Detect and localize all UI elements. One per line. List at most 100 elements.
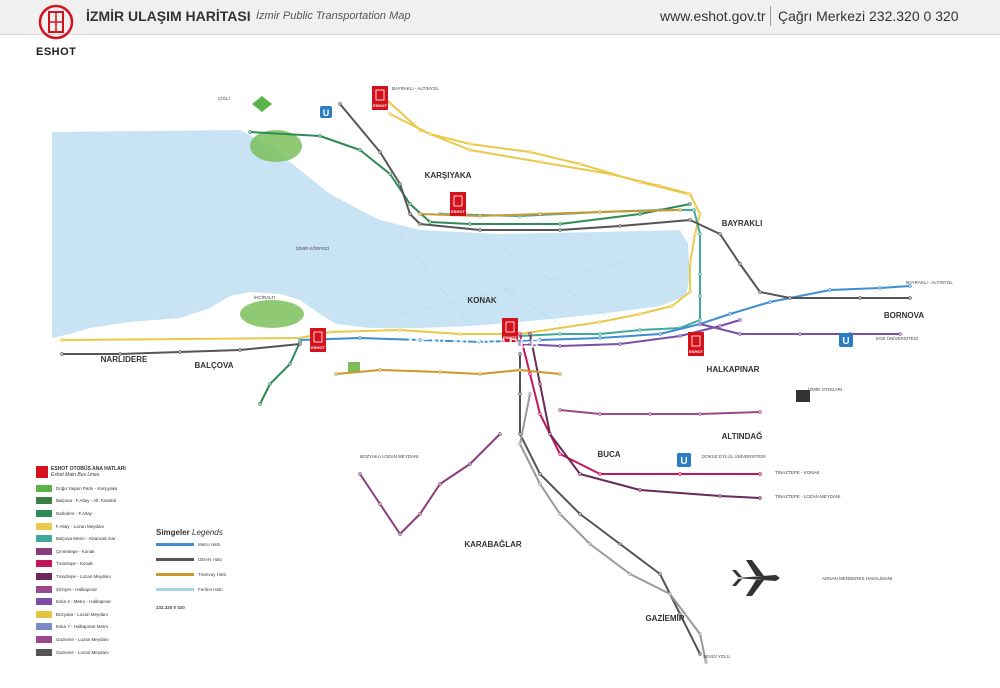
stop-marker[interactable] (60, 338, 64, 342)
stop-marker[interactable] (578, 162, 582, 166)
bus-line-0[interactable] (61, 93, 701, 341)
stop-marker[interactable] (618, 342, 622, 346)
stop-marker[interactable] (518, 442, 522, 446)
stop-marker[interactable] (498, 432, 502, 436)
stop-marker[interactable] (538, 382, 542, 386)
stop-marker[interactable] (60, 352, 64, 356)
stop-marker[interactable] (758, 410, 762, 414)
stop-marker[interactable] (738, 318, 742, 322)
stop-marker[interactable] (678, 334, 682, 338)
stop-marker[interactable] (718, 232, 722, 236)
stop-marker[interactable] (258, 402, 262, 406)
stop-marker[interactable] (698, 318, 702, 322)
stop-marker[interactable] (238, 348, 242, 352)
stop-marker[interactable] (698, 294, 702, 298)
stop-marker[interactable] (558, 344, 562, 348)
stop-marker[interactable] (758, 496, 762, 500)
stop-marker[interactable] (388, 172, 392, 176)
stop-marker[interactable] (398, 182, 402, 186)
bus-line-13[interactable] (335, 369, 561, 375)
stop-marker[interactable] (648, 412, 652, 416)
stop-marker[interactable] (398, 328, 402, 332)
stop-marker[interactable] (578, 512, 582, 516)
eshot-terminal-icon[interactable]: ESHOT (450, 192, 466, 216)
stop-marker[interactable] (458, 332, 462, 336)
bus-line-9[interactable] (519, 333, 761, 475)
stop-marker[interactable] (528, 332, 532, 336)
stop-marker[interactable] (338, 102, 342, 106)
stop-marker[interactable] (698, 232, 702, 236)
stop-marker[interactable] (678, 208, 682, 212)
stop-marker[interactable] (668, 592, 672, 596)
stop-marker[interactable] (538, 160, 542, 164)
stop-marker[interactable] (478, 340, 482, 344)
stop-marker[interactable] (718, 324, 722, 328)
stop-marker[interactable] (628, 572, 632, 576)
stop-marker[interactable] (398, 532, 402, 536)
stop-marker[interactable] (518, 392, 522, 396)
stop-marker[interactable] (698, 412, 702, 416)
stop-marker[interactable] (788, 296, 792, 300)
stop-marker[interactable] (334, 372, 338, 376)
stop-marker[interactable] (738, 332, 742, 336)
stop-marker[interactable] (598, 320, 602, 324)
stop-marker[interactable] (118, 352, 122, 356)
stop-marker[interactable] (298, 342, 302, 346)
stop-marker[interactable] (658, 572, 662, 576)
stop-marker[interactable] (858, 296, 862, 300)
website-link[interactable]: www.eshot.gov.tr (660, 8, 766, 24)
stop-marker[interactable] (408, 212, 412, 216)
stop-marker[interactable] (268, 382, 272, 386)
stop-marker[interactable] (658, 332, 662, 336)
stop-marker[interactable] (704, 660, 708, 664)
stop-marker[interactable] (798, 332, 802, 336)
stop-marker[interactable] (328, 330, 332, 334)
stop-marker[interactable] (688, 262, 692, 266)
stop-marker[interactable] (468, 142, 472, 146)
stop-marker[interactable] (468, 222, 472, 226)
stop-marker[interactable] (518, 368, 522, 372)
stop-marker[interactable] (698, 632, 702, 636)
stop-marker[interactable] (528, 372, 532, 376)
stop-marker[interactable] (588, 542, 592, 546)
stop-marker[interactable] (468, 462, 472, 466)
stop-marker[interactable] (538, 472, 542, 476)
stop-marker[interactable] (670, 304, 674, 308)
bus-line-5[interactable] (519, 319, 741, 347)
stop-marker[interactable] (518, 332, 522, 336)
stop-marker[interactable] (478, 228, 482, 232)
stop-marker[interactable] (638, 180, 642, 184)
stop-marker[interactable] (468, 148, 472, 152)
stop-marker[interactable] (558, 512, 562, 516)
stop-marker[interactable] (598, 472, 602, 476)
stop-marker[interactable] (288, 362, 292, 366)
stop-marker[interactable] (538, 338, 542, 342)
stop-marker[interactable] (638, 328, 642, 332)
stop-marker[interactable] (558, 408, 562, 412)
stop-marker[interactable] (358, 148, 362, 152)
stop-marker[interactable] (598, 210, 602, 214)
eshot-terminal-icon[interactable]: ESHOT (688, 332, 704, 356)
stop-marker[interactable] (828, 288, 832, 292)
bus-line-12[interactable] (559, 409, 761, 415)
stop-marker[interactable] (528, 392, 532, 396)
stop-marker[interactable] (638, 312, 642, 316)
stop-marker[interactable] (698, 652, 702, 656)
bus-line-15[interactable] (259, 341, 301, 405)
stop-marker[interactable] (878, 286, 882, 290)
stop-marker[interactable] (578, 472, 582, 476)
stop-marker[interactable] (388, 112, 392, 116)
stop-marker[interactable] (908, 284, 912, 288)
stop-marker[interactable] (688, 202, 692, 206)
stop-marker[interactable] (428, 220, 432, 224)
stop-marker[interactable] (548, 432, 552, 436)
stop-marker[interactable] (678, 472, 682, 476)
stop-marker[interactable] (768, 300, 772, 304)
stop-marker[interactable] (693, 232, 697, 236)
stop-marker[interactable] (678, 612, 682, 616)
stop-marker[interactable] (538, 412, 542, 416)
stop-marker[interactable] (688, 290, 692, 294)
stop-marker[interactable] (418, 222, 422, 226)
stop-marker[interactable] (698, 272, 702, 276)
stop-marker[interactable] (518, 352, 522, 356)
